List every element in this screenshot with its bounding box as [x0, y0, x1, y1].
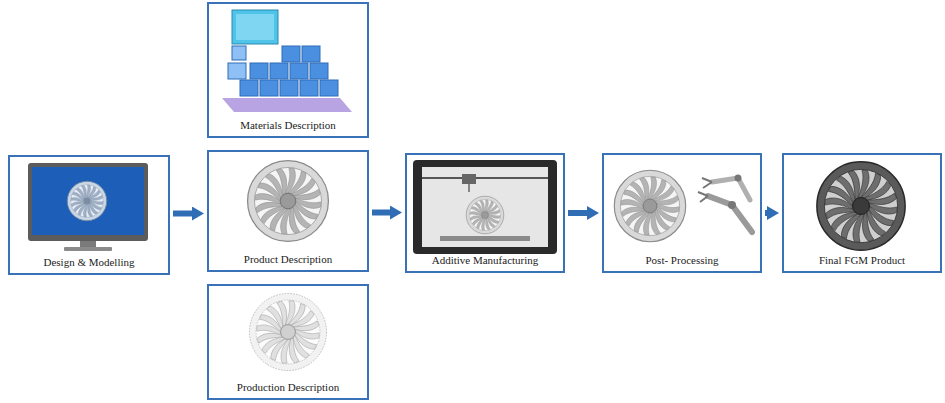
- printer-nozzle: [468, 184, 470, 192]
- robot-arm: [712, 178, 750, 200]
- flow-arrow: [568, 210, 587, 216]
- robot-joint: [735, 175, 742, 182]
- printer-head: [462, 174, 476, 184]
- caption-block: Final FGM Product: [784, 254, 940, 267]
- process-box: Final FGM Product: [782, 153, 942, 273]
- caption-block: Production Description: [209, 381, 367, 394]
- material-screen-inner: [236, 14, 274, 40]
- box-caption: Materials Description: [238, 119, 338, 131]
- robot-gripper: [702, 178, 712, 188]
- flow-arrow: [173, 211, 192, 217]
- process-box: Materials Description: [207, 2, 369, 138]
- box-caption: Production Description: [235, 381, 341, 393]
- materials-illustration: [222, 10, 352, 112]
- printer-chamber: [422, 167, 548, 247]
- process-box: Design & Modelling: [8, 155, 170, 275]
- engine-render: [67, 181, 106, 220]
- box-caption: Post- Processing: [643, 254, 720, 266]
- flow-arrow: [372, 210, 390, 216]
- printed-part: [466, 196, 504, 234]
- robot-joint: [728, 201, 736, 209]
- box-caption: Design & Modelling: [41, 256, 136, 268]
- process-box: Product Description: [207, 150, 369, 272]
- process-box: Additive Manufacturing: [405, 153, 565, 273]
- flow-arrow: [765, 210, 767, 216]
- robot-gripper: [698, 192, 708, 202]
- printer-gantry: [422, 177, 548, 179]
- printer-illustration: [413, 160, 557, 254]
- caption-block: Materials Description: [209, 119, 367, 132]
- material-screen: [232, 10, 278, 44]
- monitor-neck: [80, 241, 96, 248]
- process-box: Production Description: [207, 284, 369, 400]
- material-base: [222, 98, 352, 112]
- monitor-frame: [28, 163, 148, 241]
- post-processing-illustration: [614, 170, 752, 241]
- material-blocks-light: [228, 46, 246, 79]
- engine-wireframe: [249, 293, 326, 370]
- final-engine-illustration: [817, 162, 905, 250]
- box-caption: Product Description: [242, 253, 334, 265]
- material-blocks: [240, 46, 338, 96]
- robot-arm: [708, 196, 752, 232]
- caption-block: Product Description: [209, 253, 367, 266]
- monitor-base: [64, 247, 112, 251]
- box-caption: Additive Manufacturing: [430, 254, 541, 266]
- engine-part: [614, 170, 685, 241]
- monitor-illustration: [28, 163, 148, 251]
- printer-bed: [440, 236, 530, 241]
- caption-block: Design & Modelling: [10, 256, 168, 269]
- monitor-screen: [32, 167, 144, 235]
- printer-frame: [413, 160, 557, 254]
- engine-illustration: [248, 161, 329, 242]
- caption-block: Post- Processing: [604, 254, 760, 267]
- caption-block: Additive Manufacturing: [407, 254, 563, 267]
- box-caption: Final FGM Product: [817, 254, 907, 266]
- process-box: Post- Processing: [602, 153, 762, 273]
